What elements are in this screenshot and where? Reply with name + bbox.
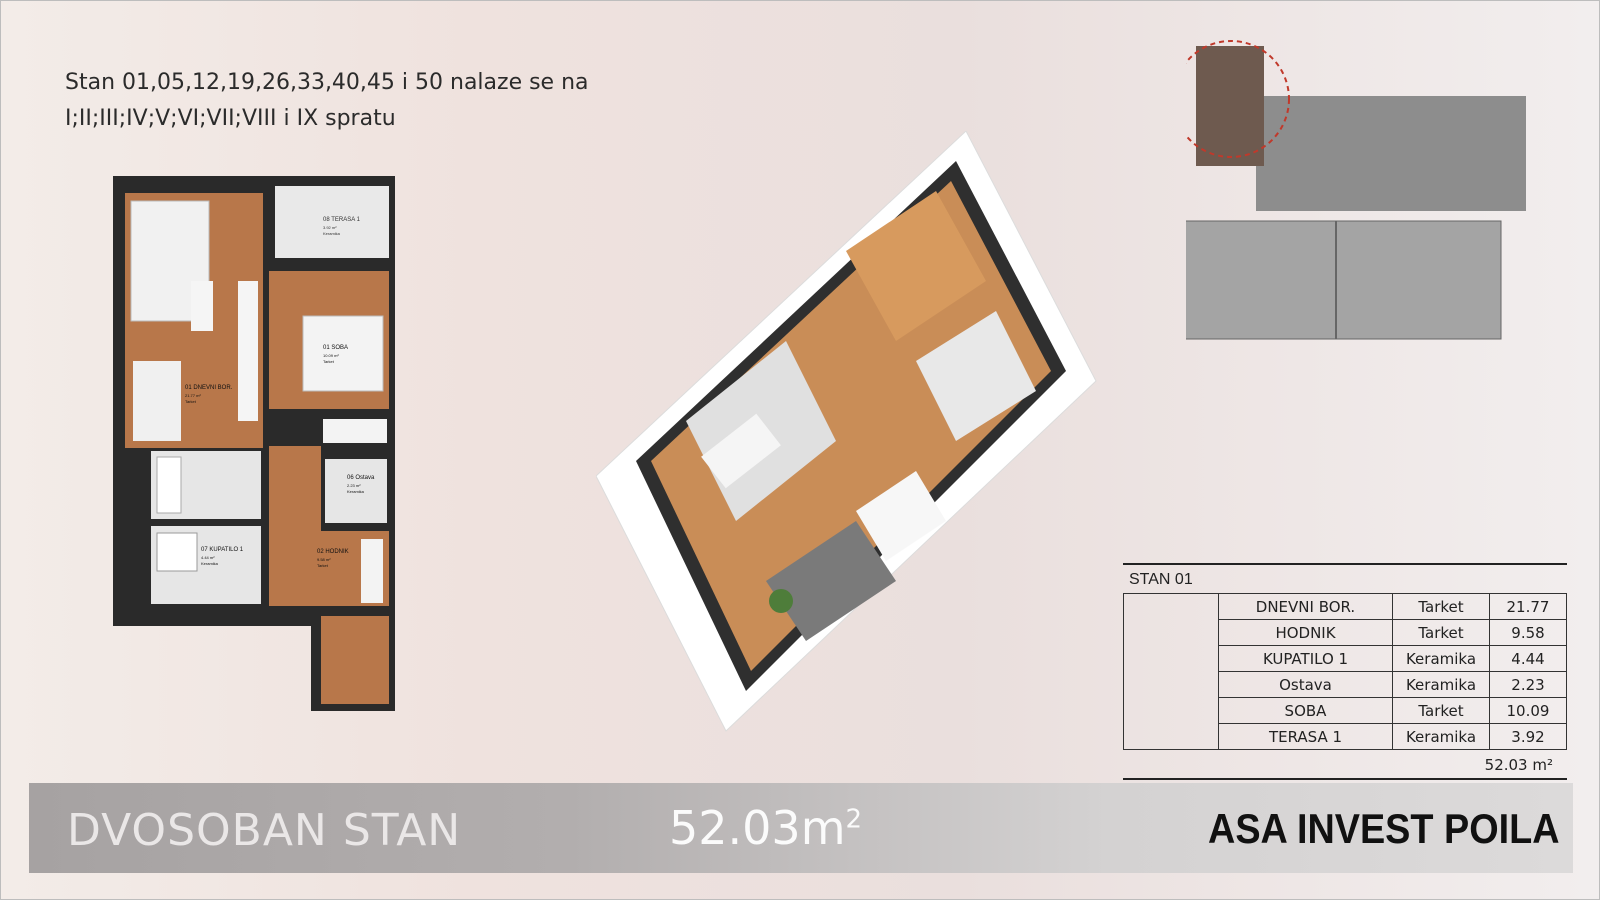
bath-floor-type: Keramika <box>201 561 219 566</box>
tv-unit <box>238 281 258 421</box>
room-area: 4.44 <box>1489 645 1567 672</box>
floor-type: Keramika <box>1392 723 1490 750</box>
room-name: TERASA 1 <box>1218 723 1393 750</box>
storage-label: 06 Ostava <box>347 475 375 481</box>
room-area: 21.77 <box>1489 593 1567 620</box>
hall-floor-type: Tarket <box>317 563 329 568</box>
floor-type: Keramika <box>1392 645 1490 672</box>
floor-plan-2d: 08 TERASA 1 3.92 m² Keramika 01 SOBA 10.… <box>113 176 395 711</box>
building-floor-minimap <box>1186 40 1526 340</box>
hall-wardrobe <box>361 539 383 603</box>
terrace-floor <box>275 186 389 258</box>
living-label: 01 DNEVNI BOR. <box>185 385 233 391</box>
shower <box>156 532 198 572</box>
table-blank-cell <box>1123 593 1219 750</box>
bedroom-area: 10.09 m² <box>323 353 339 358</box>
isometric-3d-render <box>596 131 1097 732</box>
hall-label: 02 HODNIK <box>317 549 349 555</box>
dining-table <box>133 361 181 441</box>
coffee-table <box>191 281 213 331</box>
iso-dining-table <box>856 471 946 561</box>
storage-area: 2.23 m² <box>347 483 361 488</box>
minimap-highlight-unit <box>1196 46 1264 166</box>
iso-plant <box>769 589 793 613</box>
terrace-floor-type: Keramika <box>323 231 341 236</box>
headline-line-2: I;II;III;IV;V;VI;VII;VIII i IX spratu <box>65 106 396 131</box>
iso-sofa <box>766 521 896 641</box>
living-floor-type: Tarket <box>185 399 197 404</box>
bath-label: 07 KUPATILO 1 <box>201 547 244 553</box>
room-name: KUPATILO 1 <box>1218 645 1393 672</box>
iso-bed <box>701 413 781 489</box>
bottom-banner: DVOSOBAN STAN 52.03m2 ASA INVEST POILA <box>29 783 1573 873</box>
floor-type: Keramika <box>1392 671 1490 698</box>
bath-area: 4.44 m² <box>201 555 215 560</box>
bedroom-floor-type: Tarket <box>323 359 335 364</box>
entrance-floor <box>321 616 389 704</box>
area-value: 52.03m <box>669 801 846 855</box>
minimap-upper-floor <box>1256 96 1526 211</box>
fridge <box>156 456 182 514</box>
apartment-location-text: Stan 01,05,12,19,26,33,40,45 i 50 nalaze… <box>65 65 625 137</box>
room-area: 3.92 <box>1489 723 1567 750</box>
terrace-area: 3.92 m² <box>323 225 337 230</box>
table-bottom-rule <box>1123 778 1567 780</box>
hall-area: 9.58 m² <box>317 557 331 562</box>
minimap-highlight-circle <box>1186 40 1290 158</box>
iso-bathroom-tiles <box>916 311 1036 441</box>
room-name: SOBA <box>1218 697 1393 724</box>
room-name: DNEVNI BOR. <box>1218 593 1393 620</box>
minimap-lower-floor <box>1186 220 1502 340</box>
floor-type: Tarket <box>1392 619 1490 646</box>
bed <box>302 315 384 392</box>
room-name: Ostava <box>1218 671 1393 698</box>
hallway-floor <box>269 446 321 606</box>
storage-floor-type: Keramika <box>347 489 365 494</box>
iso-entrance-floor <box>846 191 986 341</box>
total-area: 52.03 m² <box>1484 756 1553 774</box>
area-exponent: 2 <box>845 804 863 835</box>
floor-type: Tarket <box>1392 697 1490 724</box>
headline-line-1: Stan 01,05,12,19,26,33,40,45 i 50 nalaze… <box>65 70 589 95</box>
room-area: 2.23 <box>1489 671 1567 698</box>
room-name: HODNIK <box>1218 619 1393 646</box>
terrace-label: 08 TERASA 1 <box>323 217 361 223</box>
apartment-area: 52.03m2 <box>669 801 862 855</box>
living-area: 21.77 m² <box>185 393 201 398</box>
floor-type: Tarket <box>1392 593 1490 620</box>
room-area: 9.58 <box>1489 619 1567 646</box>
apartment-type: DVOSOBAN STAN <box>67 805 462 856</box>
bedroom-label: 01 SOBA <box>323 345 348 351</box>
brand-name: ASA INVEST POILA <box>1207 805 1559 852</box>
wardrobe <box>323 419 387 443</box>
table-title: STAN 01 <box>1129 571 1193 588</box>
storage-floor <box>325 459 387 523</box>
table-top-rule <box>1123 563 1567 565</box>
room-area: 10.09 <box>1489 697 1567 724</box>
